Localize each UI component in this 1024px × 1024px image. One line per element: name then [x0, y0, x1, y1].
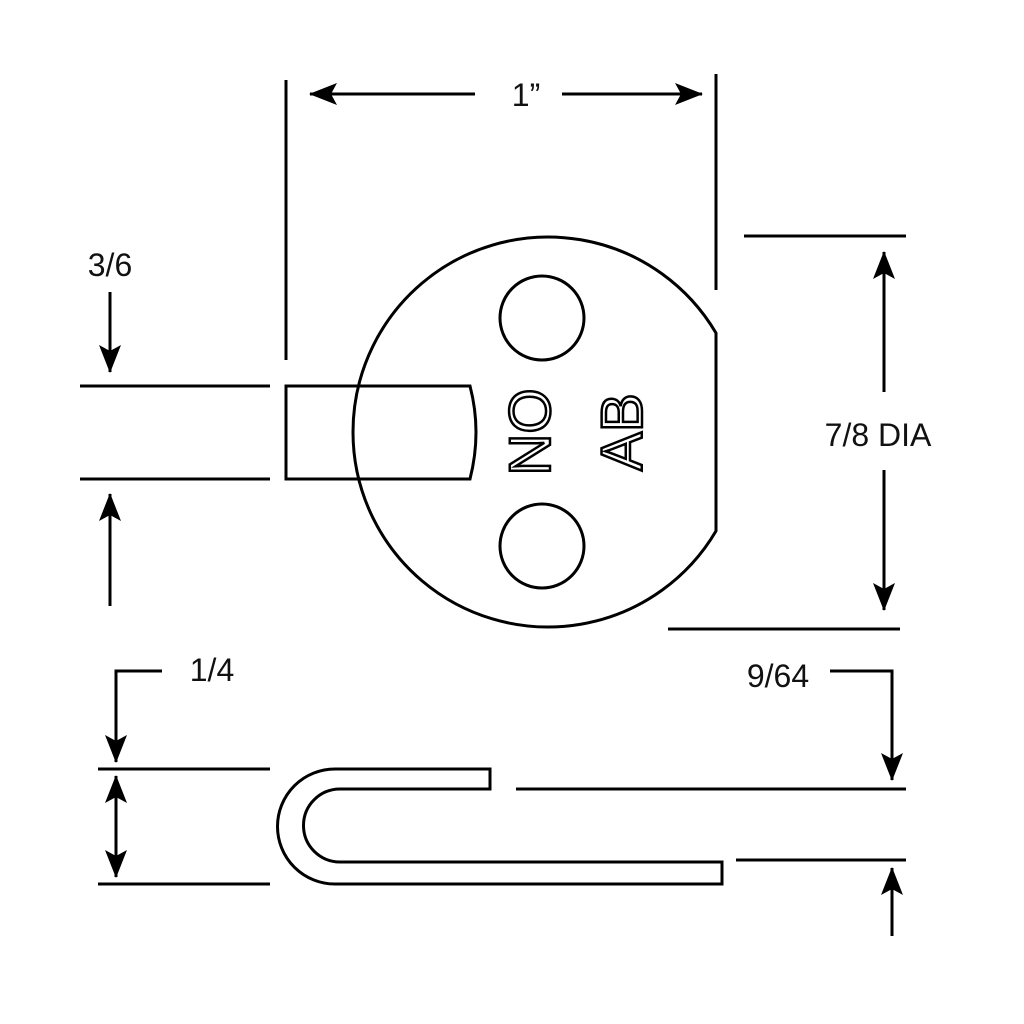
width-label: 1” — [512, 77, 540, 113]
disc-outline — [351, 235, 718, 629]
tab-outline — [284, 384, 478, 481]
arrow-down — [830, 669, 903, 781]
hole-top — [498, 274, 586, 362]
width-dimension: 1” — [284, 74, 718, 360]
tab-height-dimension: 3/6 — [80, 247, 270, 606]
diameter-dimension: 7/8 DIA — [668, 234, 932, 631]
thickness-label: 9/64 — [747, 658, 809, 694]
diameter-label: 7/8 DIA — [825, 417, 932, 453]
key-tag-side-profile — [276, 767, 724, 886]
hole-bottom — [498, 502, 586, 590]
fold-height-label: 1/4 — [190, 652, 234, 688]
engraving-line2: AB — [590, 393, 655, 470]
key-tag-front: NO AB — [284, 235, 718, 629]
engraving-line1: NO — [498, 389, 563, 476]
arrow-down — [105, 669, 162, 763]
thickness-dimension: 9/64 — [516, 658, 906, 936]
fold-height-dimension: 1/4 — [98, 652, 270, 886]
tab-height-label: 3/6 — [88, 247, 132, 283]
